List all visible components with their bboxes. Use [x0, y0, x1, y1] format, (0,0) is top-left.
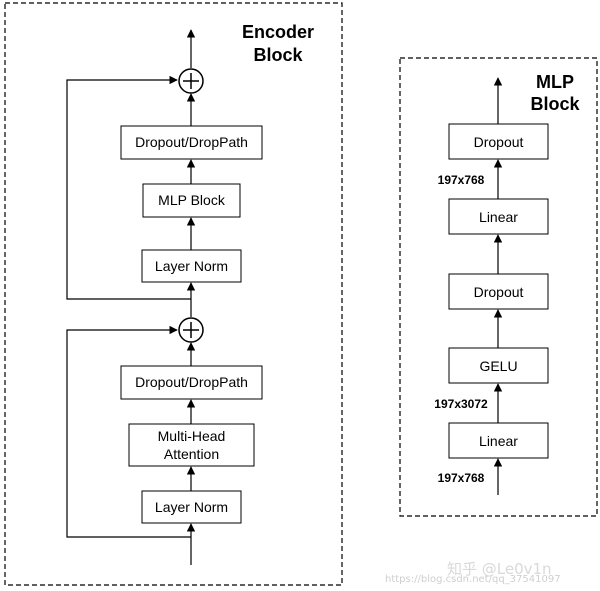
encoder-block-title-line1: Encoder — [242, 22, 314, 42]
encoder-layer-norm-bottom: Layer Norm — [141, 490, 242, 524]
add-node-top — [178, 68, 204, 94]
mlp-dropout-top-label: Dropout — [474, 134, 524, 150]
mlp-gelu: GELU — [448, 347, 549, 384]
mlp-linear-top: Linear — [448, 198, 549, 235]
mlp-gelu-label: GELU — [479, 358, 517, 374]
encoder-attention-label-line2: Attention — [164, 446, 219, 462]
encoder-layer-norm-top: Layer Norm — [141, 249, 242, 283]
mlp-block-frame — [399, 57, 598, 517]
mlp-block-title-line2: Block — [530, 94, 580, 114]
residual-connection-top — [66, 75, 191, 300]
mlp-linear-top-label: Linear — [479, 209, 518, 225]
mlp-dropout-top: Dropout — [448, 123, 549, 160]
encoder-block-frame — [4, 2, 343, 586]
dim-label-input: 197x768 — [438, 471, 485, 485]
watermark-zhihu: 知乎 @Le0v1n — [447, 560, 552, 578]
watermark-url: https://blog.csdn.net/qq_37541097 — [385, 574, 561, 585]
mlp-dropout-bottom: Dropout — [448, 273, 549, 310]
encoder-dropout-droppath-bottom: Dropout/DropPath — [120, 365, 263, 400]
encoder-layer-norm-top-label: Layer Norm — [155, 258, 228, 274]
mlp-linear-bottom-label: Linear — [479, 433, 518, 449]
residual-connection-bottom — [66, 325, 191, 538]
encoder-mlp-block-label: MLP Block — [158, 192, 226, 208]
mlp-dropout-bottom-label: Dropout — [474, 284, 524, 300]
encoder-multi-head-attention: Multi-Head Attention — [128, 423, 255, 467]
encoder-mlp-block: MLP Block — [142, 183, 241, 218]
encoder-dropout-droppath-top-label: Dropout/DropPath — [135, 134, 248, 150]
encoder-attention-label-line1: Multi-Head — [158, 428, 226, 444]
dim-label-output: 197x768 — [438, 173, 485, 187]
encoder-block-title-line2: Block — [253, 45, 303, 65]
mlp-linear-bottom: Linear — [448, 422, 549, 459]
mlp-block-title-line1: MLP — [536, 72, 574, 92]
dim-label-hidden: 197x3072 — [434, 397, 488, 411]
add-node-bottom — [178, 317, 204, 343]
encoder-dropout-droppath-top: Dropout/DropPath — [120, 125, 263, 160]
encoder-layer-norm-bottom-label: Layer Norm — [155, 499, 228, 515]
encoder-dropout-droppath-bottom-label: Dropout/DropPath — [135, 374, 248, 390]
